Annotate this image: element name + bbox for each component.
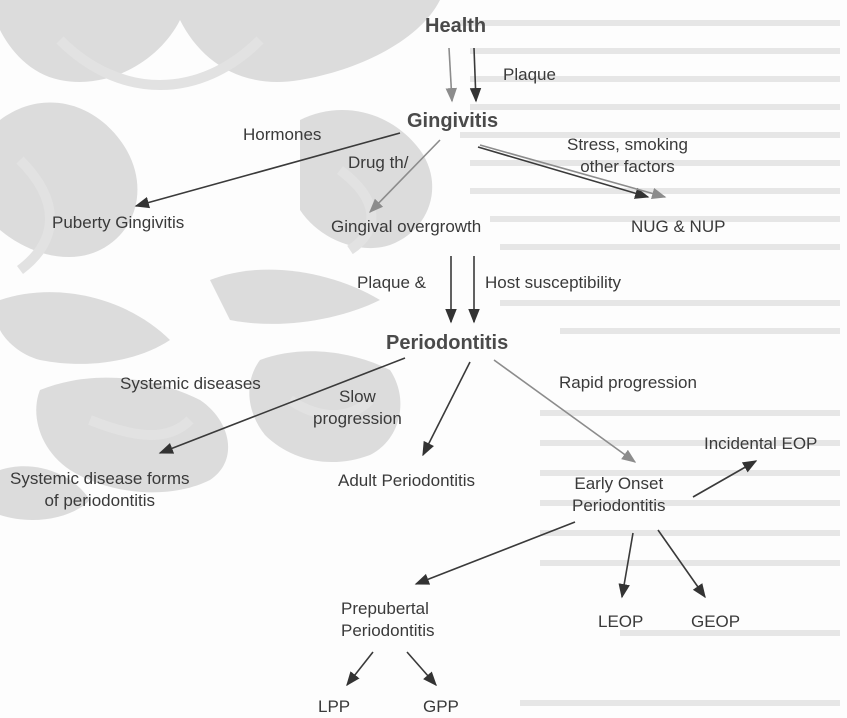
node-puberty-gingivitis: Puberty Gingivitis bbox=[52, 212, 184, 234]
edge-label-drug-th: Drug th/ bbox=[348, 152, 408, 174]
edge-label-plaque: Plaque bbox=[503, 64, 556, 86]
arrow-early-onset-geop bbox=[658, 530, 705, 597]
arrow-periodontitis-adult bbox=[423, 362, 470, 455]
node-gpp: GPP bbox=[423, 696, 459, 718]
node-early-onset: Early Onset Periodontitis bbox=[572, 473, 666, 517]
node-adult-periodontitis: Adult Periodontitis bbox=[338, 470, 475, 492]
node-lpp: LPP bbox=[318, 696, 350, 718]
node-nug-nup: NUG & NUP bbox=[631, 216, 725, 238]
arrow-prepubertal-lpp bbox=[347, 652, 373, 685]
arrow-gingivitis-overgrowth bbox=[370, 140, 440, 212]
edge-label-plaque-and: Plaque & bbox=[357, 272, 426, 294]
node-leop: LEOP bbox=[598, 611, 643, 633]
node-systemic-forms: Systemic disease forms of periodontitis bbox=[10, 468, 190, 512]
node-health: Health bbox=[425, 15, 486, 37]
node-geop: GEOP bbox=[691, 611, 740, 633]
node-gingivitis: Gingivitis bbox=[407, 110, 498, 132]
arrow-prepubertal-gpp bbox=[407, 652, 436, 685]
edge-label-host-susceptibility: Host susceptibility bbox=[485, 272, 621, 294]
node-incidental-eop: Incidental EOP bbox=[704, 433, 817, 455]
node-periodontitis: Periodontitis bbox=[386, 332, 508, 354]
arrow-health-gingivitis-1 bbox=[449, 48, 452, 101]
arrow-early-onset-incidental bbox=[693, 461, 756, 497]
edge-label-systemic-diseases: Systemic diseases bbox=[120, 373, 261, 395]
edge-label-stress: Stress, smoking other factors bbox=[567, 134, 688, 178]
edge-label-slow-progression: Slow progression bbox=[313, 386, 402, 430]
node-prepubertal: Prepubertal Periodontitis bbox=[341, 598, 435, 642]
edge-label-hormones: Hormones bbox=[243, 124, 321, 146]
arrow-early-onset-prepubertal bbox=[416, 522, 575, 584]
arrow-health-gingivitis-2 bbox=[474, 48, 476, 101]
edge-label-rapid-progression: Rapid progression bbox=[559, 372, 697, 394]
node-gingival-overgrowth: Gingival overgrowth bbox=[331, 216, 481, 238]
arrow-early-onset-leop bbox=[622, 533, 633, 597]
